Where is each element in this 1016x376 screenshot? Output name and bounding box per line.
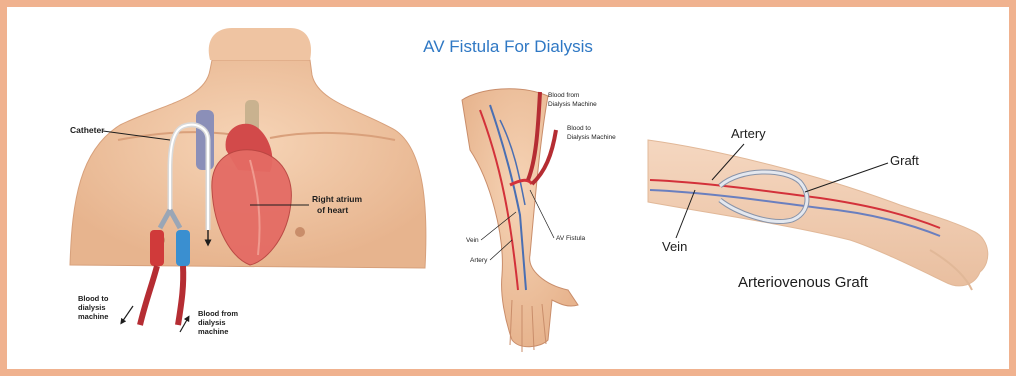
label-fistula-from-1: Blood from xyxy=(548,92,579,99)
label-blood-from-1: Blood from xyxy=(198,309,238,318)
label-fistula-vein: Vein xyxy=(466,237,479,244)
label-fistula-artery: Artery xyxy=(470,257,488,264)
label-right-atrium-2: of heart xyxy=(317,205,348,215)
label-graft-artery: Artery xyxy=(731,126,766,141)
label-graft-vein: Vein xyxy=(662,239,687,254)
label-catheter: Catheter xyxy=(70,125,105,135)
red-clamp xyxy=(150,230,164,266)
label-graft-graft: Graft xyxy=(890,153,919,168)
label-fistula-av: AV Fistula xyxy=(556,235,586,242)
label-blood-to-3: machine xyxy=(78,312,108,321)
label-fistula-from-2: Dialysis Machine xyxy=(548,101,597,108)
label-fistula-to-1: Blood to xyxy=(567,125,591,132)
label-blood-to-1: Blood to xyxy=(78,294,109,303)
label-blood-from-2: dialysis xyxy=(198,318,226,327)
red-return-line xyxy=(178,266,183,325)
label-right-atrium-1: Right atrium xyxy=(312,194,362,204)
label-fistula-to-2: Dialysis Machine xyxy=(567,134,616,141)
graft-caption: Arteriovenous Graft xyxy=(738,274,869,291)
blue-clamp xyxy=(176,230,190,266)
label-blood-to-2: dialysis xyxy=(78,303,106,312)
label-blood-from-3: machine xyxy=(198,327,228,336)
red-line xyxy=(140,266,157,325)
graft-arm-illustration xyxy=(648,140,988,290)
